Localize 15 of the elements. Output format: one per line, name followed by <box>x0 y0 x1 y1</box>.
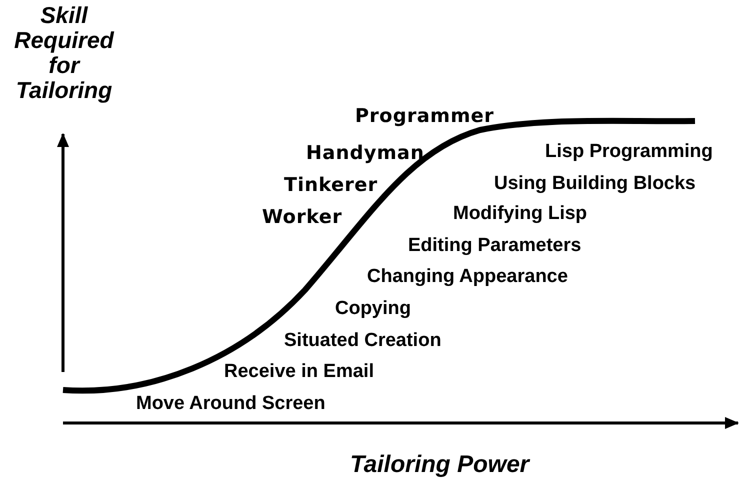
activity-label: Modifying Lisp <box>453 203 588 225</box>
activity-label: Copying <box>335 298 411 320</box>
activity-label: Changing Appearance <box>367 266 568 288</box>
role-label: Tinkerer <box>284 174 378 196</box>
activity-label: Move Around Screen <box>136 393 326 415</box>
activity-label: Using Building Blocks <box>494 173 696 195</box>
activity-label: Editing Parameters <box>408 235 582 257</box>
axis-title: Skill Required for Tailoring <box>13 3 116 103</box>
activity-label: Situated Creation <box>284 330 442 352</box>
role-label: Worker <box>262 206 342 228</box>
activity-label: Lisp Programming <box>545 141 713 163</box>
axis-title: Tailoring Power <box>350 452 530 477</box>
activity-label: Receive in Email <box>224 361 374 383</box>
role-label: Programmer <box>355 105 494 127</box>
role-label: Handyman <box>306 142 424 164</box>
